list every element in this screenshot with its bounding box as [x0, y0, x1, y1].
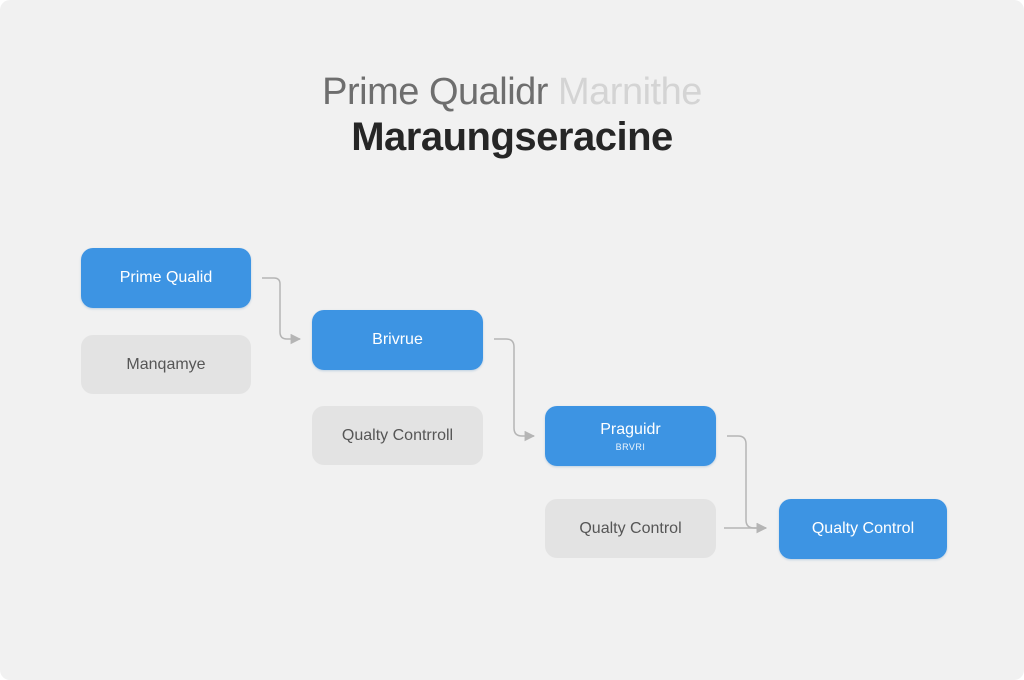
- node-manqamye[interactable]: Manqamye: [81, 335, 251, 394]
- node-quality-control-3[interactable]: Qualty Control: [779, 499, 947, 559]
- connector-arrow-1: [262, 277, 302, 345]
- node-label: Brivrue: [372, 331, 423, 348]
- connector-arrow-3: [727, 435, 768, 534]
- diagram-title-line-1: Prime Qualidr Marnithe: [0, 68, 1024, 116]
- node-praguidr[interactable]: Praguidr BRVRI: [545, 406, 716, 466]
- node-label: Prime Qualid: [119, 269, 213, 286]
- title-faded-text: Marnithe: [558, 71, 702, 113]
- node-label: Qualty Control: [579, 519, 682, 537]
- node-prime-qualid[interactable]: Prime Qualid: [81, 248, 251, 308]
- node-quality-control-2[interactable]: Qualty Control: [545, 499, 716, 558]
- node-brivrue[interactable]: Brivrue: [312, 310, 483, 370]
- node-label: Qualty Contrroll: [341, 426, 454, 444]
- node-label: Qualty Control: [811, 520, 915, 537]
- title-primary-text: Prime Qualidr: [322, 71, 558, 113]
- node-label: Praguidr: [600, 420, 661, 438]
- node-sublabel: BRVRI: [615, 441, 646, 452]
- connector-arrow-2: [494, 338, 536, 442]
- node-quality-control-1[interactable]: Qualty Contrroll: [312, 406, 483, 465]
- node-label: Manqamye: [126, 355, 206, 373]
- diagram-title-line-2: Maraungseracine: [351, 115, 673, 159]
